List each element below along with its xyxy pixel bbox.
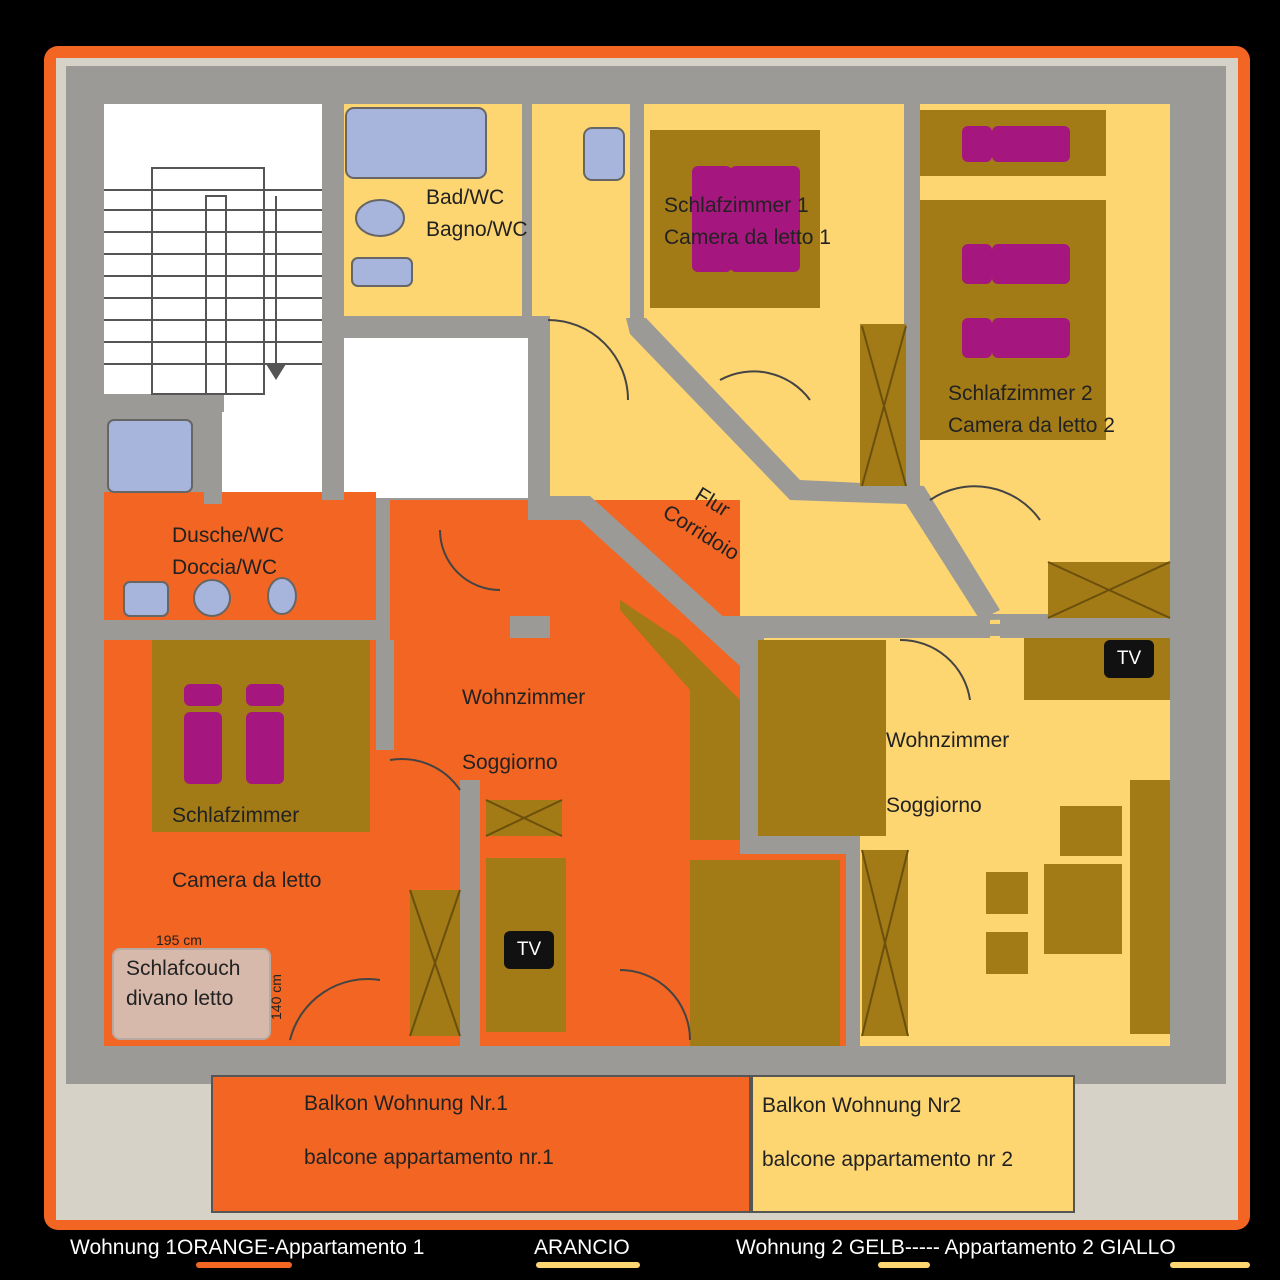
balkon1: [211, 1075, 751, 1213]
label-schlaf2: Schlafzimmer 2 Camera da letto 2: [948, 378, 1115, 442]
label-balkon1: Balkon Wohnung Nr.1 balcone appartamento…: [304, 1088, 554, 1174]
legend-w2-suffix: ----- Appartamento 2: [904, 1236, 1100, 1259]
label-wohn1: Wohnzimmer Soggiorno: [462, 682, 585, 779]
label-bad-line1: Bad/WC: [426, 186, 505, 209]
label-balkon1-line2: balcone appartamento nr.1: [304, 1146, 554, 1169]
label-dusche: Dusche/WC Doccia/WC: [172, 520, 284, 584]
schlafcouch-line2: divano letto: [126, 987, 234, 1010]
schlafcouch-width: 195 cm: [156, 932, 202, 948]
legend-w1-color: ORANGE: [177, 1236, 269, 1259]
label-schlaf3-line2: Camera da letto: [172, 869, 322, 892]
label-wohn2: Wohnzimmer Soggiorno: [886, 725, 1009, 822]
label-schlaf3: Schlafzimmer Camera da letto: [172, 800, 321, 897]
label-schlaf1-line1: Schlafzimmer 1: [664, 194, 809, 217]
label-bad: Bad/WC Bagno/WC: [426, 182, 528, 246]
schlafcouch: [112, 948, 271, 1040]
legend-wohnung2: Wohnung 2 GELB----- Appartamento 2 GIALL…: [736, 1236, 1176, 1260]
balkon2: [751, 1075, 1075, 1213]
label-balkon1-line1: Balkon Wohnung Nr.1: [304, 1092, 508, 1115]
legend-w2-color: GELB: [848, 1236, 905, 1259]
label-dusche-line1: Dusche/WC: [172, 524, 285, 547]
legend-underline-orange: [196, 1262, 292, 1268]
label-wohn1-line2: Soggiorno: [462, 751, 558, 774]
label-bad-line2: Bagno/WC: [426, 218, 528, 241]
legend-w2-italian: GIALLO: [1099, 1236, 1176, 1259]
label-wohn1-line1: Wohnzimmer: [462, 686, 586, 709]
legend-wohnung1: Wohnung 1ORANGE-Appartamento 1: [70, 1236, 424, 1260]
schlafcouch-line1: Schlafcouch: [126, 957, 241, 980]
label-balkon2-line2: balcone appartamento nr 2: [762, 1148, 1014, 1171]
label-schlaf2-line2: Camera da letto 2: [948, 414, 1115, 437]
legend-underline-arancio: [536, 1262, 640, 1268]
schlafcouch-height: 140 cm: [268, 974, 284, 1020]
legend-w2-prefix: Wohnung 2: [736, 1236, 849, 1259]
legend-underline-gelb: [878, 1262, 930, 1268]
label-schlaf2-line1: Schlafzimmer 2: [948, 382, 1093, 405]
legend-w1-suffix: -Appartamento 1: [268, 1236, 425, 1259]
label-schlaf1-line2: Camera da letto 1: [664, 226, 831, 249]
label-schlaf1: Schlafzimmer 1 Camera da letto 1: [664, 190, 831, 254]
legend-underline-giallo: [1170, 1262, 1250, 1268]
tv-icon-wohnung2: TV: [1104, 640, 1154, 678]
legend-w1-prefix: Wohnung 1: [70, 1236, 178, 1259]
label-wohn2-line1: Wohnzimmer: [886, 729, 1010, 752]
label-dusche-line2: Doccia/WC: [172, 556, 278, 579]
tv-icon-wohnung1: TV: [504, 931, 554, 969]
label-schlaf3-line1: Schlafzimmer: [172, 804, 300, 827]
legend-w1-italian: ARANCIO: [534, 1236, 630, 1259]
label-wohn2-line2: Soggiorno: [886, 794, 982, 817]
label-balkon2: Balkon Wohnung Nr2 balcone appartamento …: [762, 1090, 1013, 1176]
label-balkon2-line1: Balkon Wohnung Nr2: [762, 1094, 962, 1117]
schlafcouch-label: Schlafcouch divano letto: [126, 954, 240, 1014]
